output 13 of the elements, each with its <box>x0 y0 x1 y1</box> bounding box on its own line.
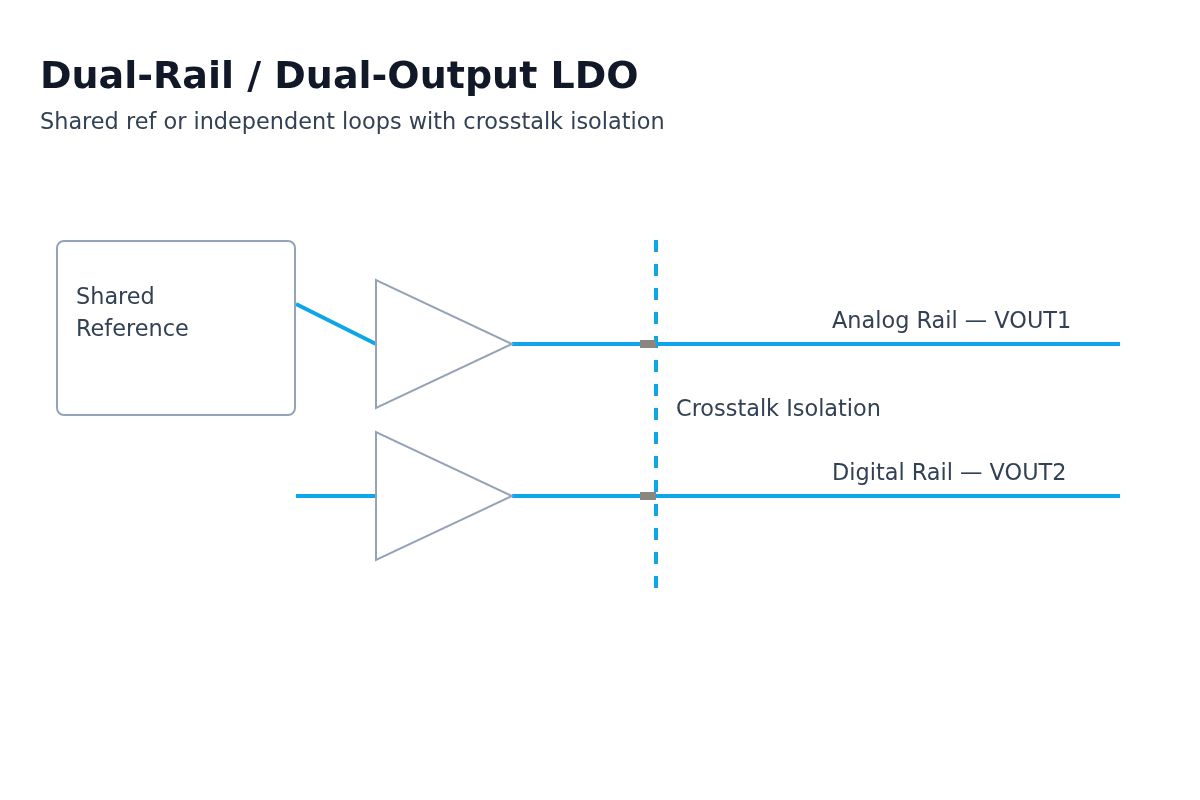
diagram-title: Dual-Rail / Dual-Output LDO <box>40 53 639 97</box>
subtitle: Shared ref or independent loops with crosstalk isolation <box>40 108 665 134</box>
rail-line <box>512 342 1120 346</box>
boundary-label: Crosstalk Isolation <box>676 395 881 421</box>
signal-line <box>296 494 376 498</box>
edge-label: Analog Rail — VOUT1 <box>832 307 1072 333</box>
amplifier-symbol <box>375 431 513 561</box>
signal-line <box>295 302 377 346</box>
amplifier-symbol <box>375 279 513 409</box>
block-label: Shared Reference <box>76 282 190 343</box>
rail-line <box>512 494 1120 498</box>
reference-block <box>56 240 296 416</box>
edge-label: Digital Rail — VOUT2 <box>832 459 1067 485</box>
